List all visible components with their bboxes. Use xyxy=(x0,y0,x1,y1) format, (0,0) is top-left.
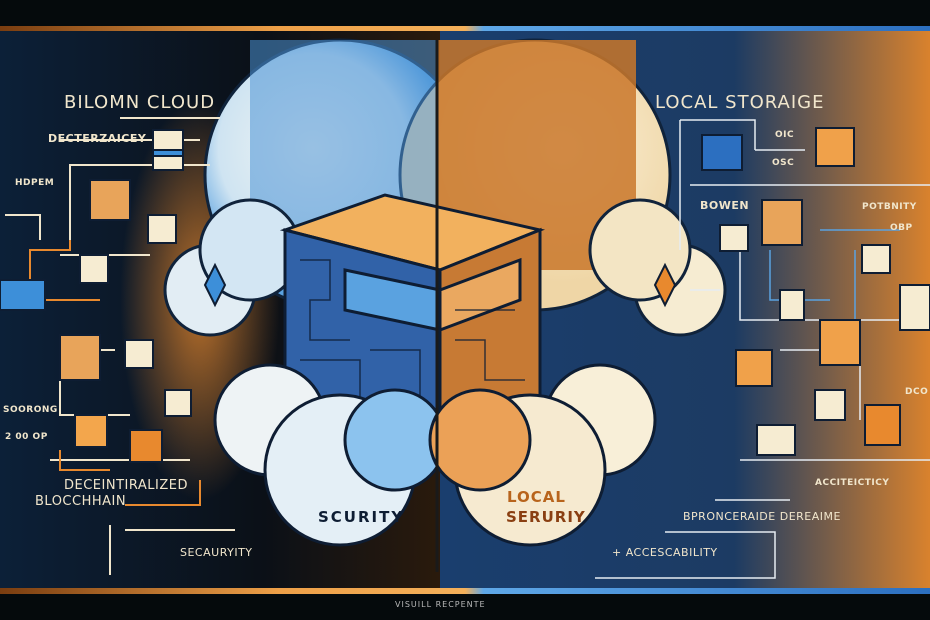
diamond-icon-left xyxy=(203,262,227,308)
left-heading-line2: BLOCCHHAIN xyxy=(35,494,127,509)
right-cloud-line1: LOCAL xyxy=(507,488,566,506)
right-title: LOCAL STORAIGE xyxy=(655,92,825,113)
right-cloud-line2: SERURIY xyxy=(506,508,586,526)
footer-caption: VISUILL RECPENTE xyxy=(395,600,486,609)
left-label: 2 00 OP xyxy=(5,432,48,442)
right-cubes xyxy=(701,127,930,456)
right-feature: ACCITEICTICY xyxy=(815,478,890,488)
left-bottom-label: SECAURYITY xyxy=(180,546,253,559)
right-label: DCO xyxy=(905,387,929,397)
left-label: SOORONG xyxy=(3,405,58,415)
right-label: BOWEN xyxy=(700,199,750,212)
left-title: BILOMN CLOUD xyxy=(64,92,216,113)
right-label: OBP xyxy=(890,223,913,233)
right-label: OIC xyxy=(775,130,795,140)
diamond-icon-right xyxy=(653,262,677,308)
left-cubes xyxy=(0,129,192,463)
right-subheading: BPRONCERAIDE DEREAIME xyxy=(683,510,841,523)
left-heading-line1: DECEINTIRALIZED xyxy=(64,478,188,493)
left-cloud-label: SCURITY xyxy=(318,508,405,526)
right-label: OSC xyxy=(772,158,795,168)
left-subtitle: DECTERZAICEY xyxy=(48,132,147,145)
right-bottom-label: + ACCESCABILITY xyxy=(612,546,718,559)
right-label: POTBNITY xyxy=(862,202,917,212)
left-label: HDPEM xyxy=(15,178,55,188)
